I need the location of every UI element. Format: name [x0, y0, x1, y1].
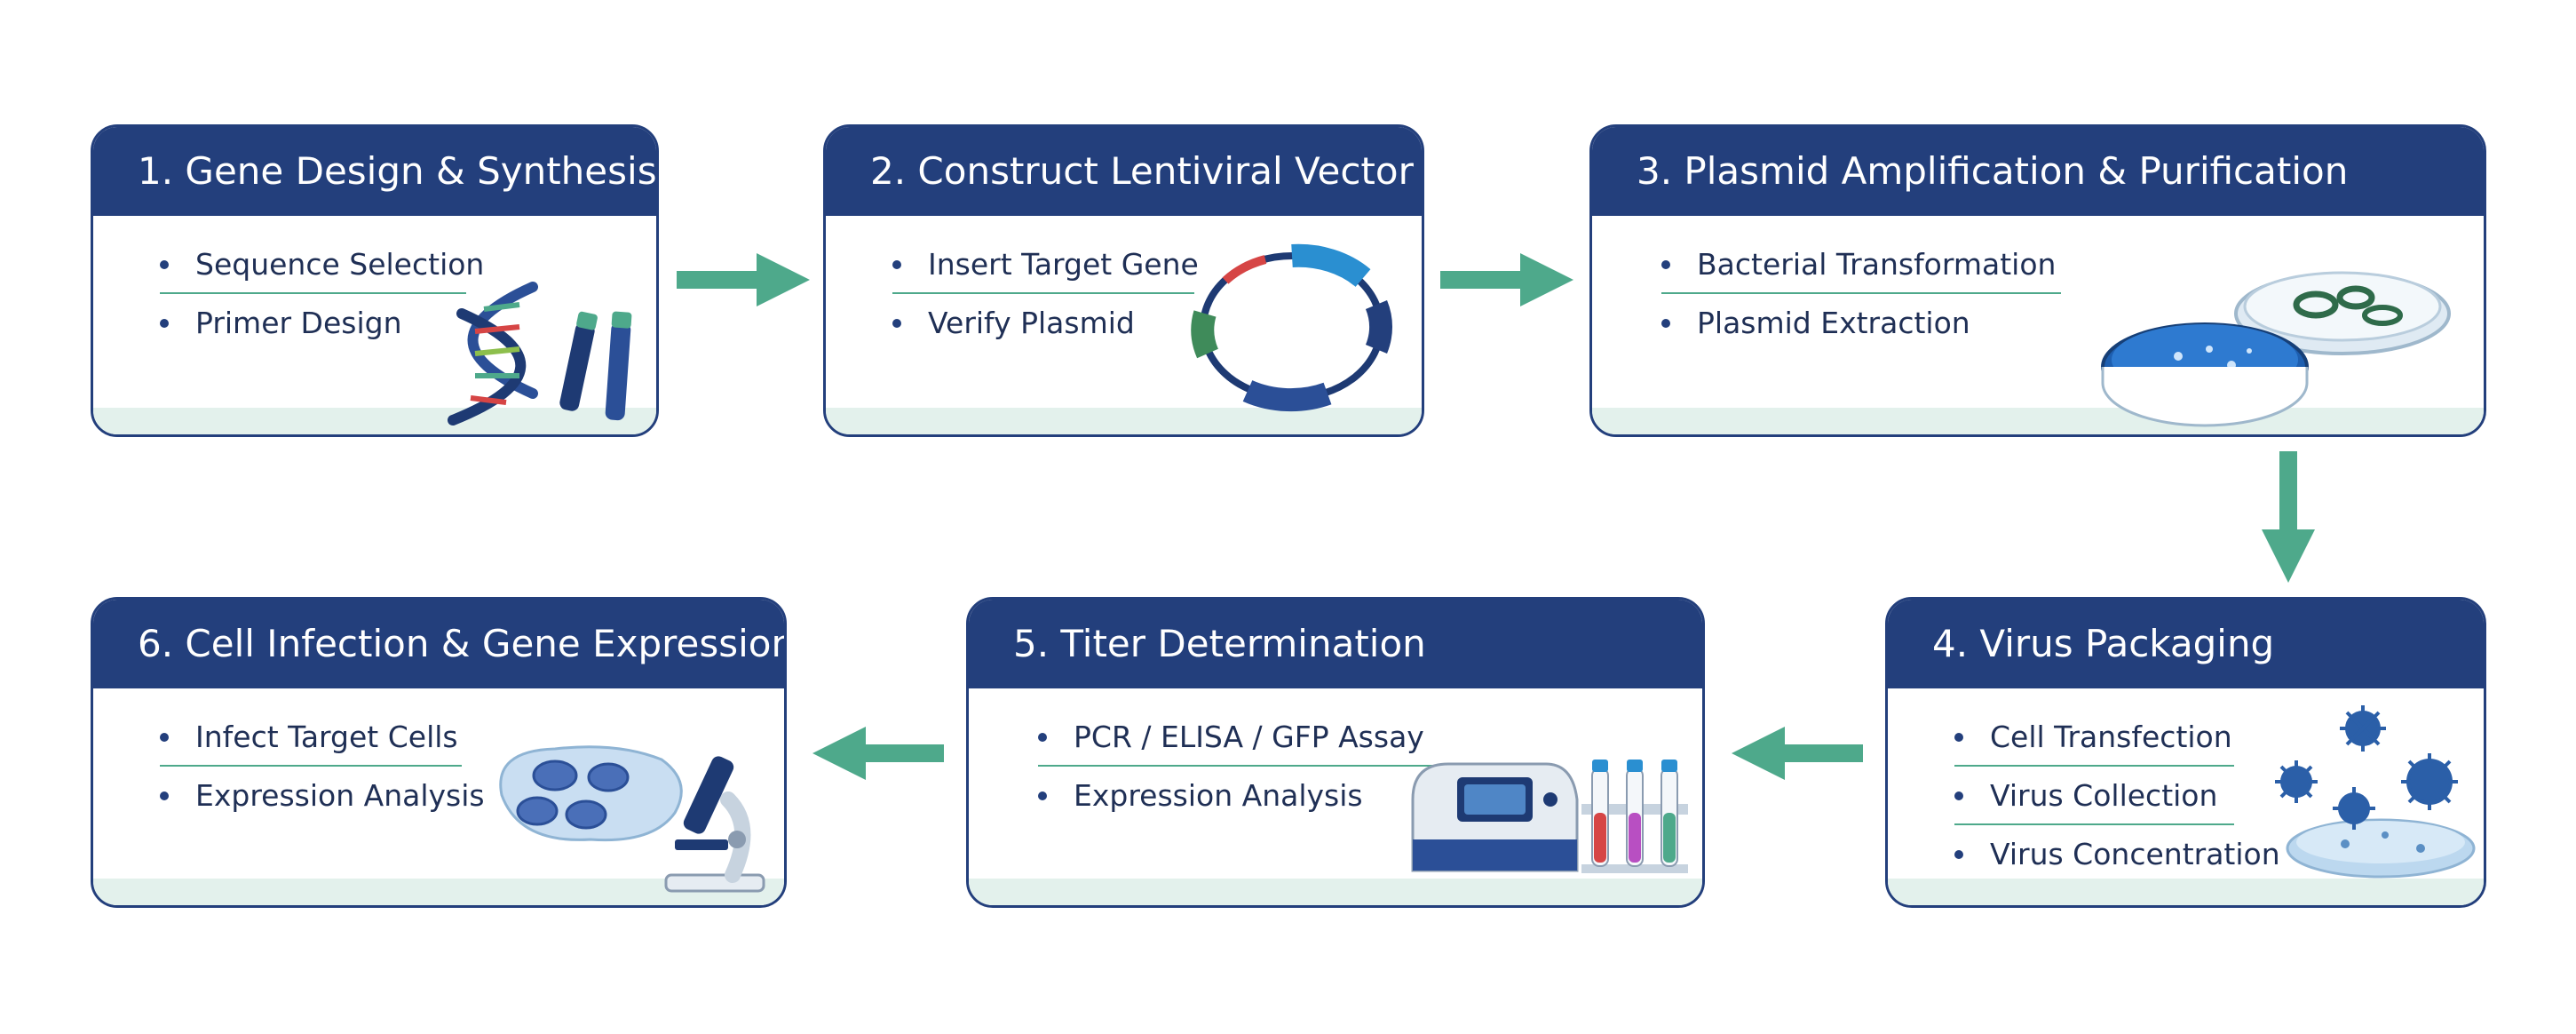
- list-item: Sequence Selection: [160, 235, 656, 294]
- list-item: Expression Analysis: [1038, 767, 1702, 825]
- list-item: Expression Analysis: [160, 767, 784, 825]
- list-item: Verify Plasmid: [892, 294, 1422, 353]
- step-card-4: 4. Virus Packaging Cell Transfection Vir…: [1885, 597, 2486, 908]
- card-footer-band: [1592, 408, 2484, 434]
- list-item: PCR / ELISA / GFP Assay: [1038, 708, 1702, 767]
- step-title: 6. Cell Infection & Gene Expression: [93, 600, 784, 688]
- arrow-left-icon: [812, 727, 944, 780]
- list-item: Plasmid Extraction: [1661, 294, 2484, 353]
- step-title: 2. Construct Lentiviral Vector: [826, 127, 1422, 216]
- step-card-3: 3. Plasmid Amplification & Purification …: [1589, 124, 2486, 437]
- petri-dish-icon: [2101, 271, 2451, 427]
- card-footer-band: [1888, 879, 2484, 905]
- step-card-1: 1. Gene Design & Synthesis Sequence Sele…: [91, 124, 659, 437]
- card-footer-band: [969, 879, 1702, 905]
- list-item: Infect Target Cells: [160, 708, 784, 767]
- step-title: 5. Titer Determination: [969, 600, 1702, 688]
- arrow-right-icon: [1440, 253, 1573, 306]
- list-item: Primer Design: [160, 294, 656, 353]
- step-title: 3. Plasmid Amplification & Purification: [1592, 127, 2484, 216]
- dna-helix-icon: [448, 282, 538, 426]
- microscope-icon: [664, 756, 765, 893]
- list-item: Virus Concentration: [1954, 825, 2484, 884]
- list-item: Cell Transfection: [1954, 708, 2484, 767]
- card-footer-band: [93, 408, 656, 434]
- plasmid-ring-icon: [1191, 243, 1392, 412]
- step-card-6: 6. Cell Infection & Gene Expression Infe…: [91, 597, 787, 908]
- list-item: Bacterial Transformation: [1661, 235, 2484, 294]
- test-tubes-icon: [559, 311, 632, 421]
- step-card-5: 5. Titer Determination PCR / ELISA / GFP…: [966, 597, 1705, 908]
- arrow-down-icon: [2262, 451, 2315, 583]
- virus-icon: [2275, 705, 2476, 879]
- step-title: 4. Virus Packaging: [1888, 600, 2484, 688]
- list-item: Insert Target Gene: [892, 235, 1422, 294]
- card-footer-band: [826, 408, 1422, 434]
- arrow-right-icon: [677, 253, 810, 306]
- step-card-2: 2. Construct Lentiviral Vector Insert Ta…: [823, 124, 1424, 437]
- pcr-machine-icon: [1411, 762, 1579, 872]
- cell-dish-icon: [499, 745, 683, 842]
- test-tubes-icon: [1581, 760, 1688, 873]
- arrow-left-icon: [1732, 727, 1863, 780]
- step-title: 1. Gene Design & Synthesis: [93, 127, 656, 216]
- list-item: Virus Collection: [1954, 767, 2484, 825]
